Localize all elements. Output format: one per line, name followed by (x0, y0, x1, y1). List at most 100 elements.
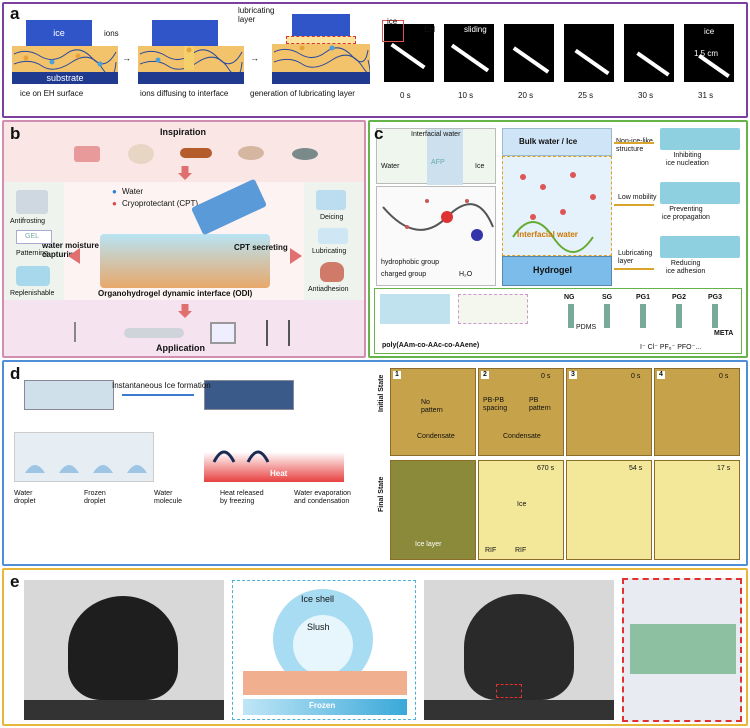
step-arrow-2: → (250, 53, 259, 63)
water-droplets-icon (25, 465, 147, 473)
polymer-label: poly(AAm-co-AAc-co-AAene) (382, 342, 480, 349)
panel-e: e Ice shell Slush Frozen (2, 568, 748, 726)
window-icon (210, 322, 236, 344)
pg1-bar (640, 304, 646, 328)
pattern-block-right (204, 380, 294, 410)
shell-icon (128, 144, 154, 164)
simulation-inset (622, 578, 742, 722)
pg2-bar (676, 304, 682, 328)
polymer-chains-icon (13, 49, 117, 77)
legend-water-label: Water (122, 187, 144, 196)
deicing-icon (316, 190, 346, 210)
meta-label: META (714, 330, 734, 337)
mech3-label: Lubricating layer (618, 250, 653, 265)
hydrophobic-label: hydrophobic group (381, 259, 439, 266)
panel-c: c Interfacial water Water Ice AFP hydrop… (368, 120, 748, 358)
struct-pg2: PG2 (672, 294, 687, 301)
bulk-box: Bulk water / Ice (502, 128, 612, 156)
ion-diffusion-icon (139, 46, 243, 77)
mech1-label: Non-ice-like structure (616, 138, 653, 153)
legend-evaporation: Water evaporation and condensation (294, 490, 351, 505)
airplane-icon (124, 328, 184, 338)
col-4-label: 4 (657, 371, 665, 379)
time-0: 0 s (400, 91, 411, 100)
frame-20s (504, 24, 554, 82)
panel-b-letter: b (10, 124, 21, 143)
panel-e-letter: e (10, 572, 20, 591)
panel-a-letter: a (10, 4, 20, 23)
time-31: 31 s (698, 91, 714, 100)
heat-label: Heat (270, 469, 288, 478)
substrate-label: substrate (46, 73, 84, 83)
deicing-label: Deicing (320, 214, 344, 221)
hydrogel-box: Hydrogel (502, 256, 612, 286)
res2-image (660, 182, 740, 204)
structure-area (374, 288, 742, 354)
res1-image (660, 128, 740, 150)
wind-turbine-icon (74, 322, 114, 342)
replenishable-icon (16, 266, 50, 286)
rif-label-1: RIF (485, 547, 497, 554)
res2-label: Preventing ice propagation (662, 206, 710, 221)
panel-b: b Inspiration ● Water ● Cryoprotectant (… (2, 120, 366, 358)
mech1-arrow (614, 142, 654, 144)
lubricating-label: Lubricating (312, 248, 347, 255)
legend-water-dot: ● (112, 187, 117, 196)
mech3-arrow (614, 268, 654, 270)
interfacial-water-2: Interfacial water (517, 230, 578, 239)
ions-label: ions (104, 29, 119, 38)
photo-3-initial: 3 0 s (566, 368, 652, 456)
worm-icon (180, 148, 212, 158)
time-17: 17 s (717, 465, 731, 472)
ice-block-3 (292, 14, 350, 36)
odi-label: Organohydrogel dynamic interface (ODI) (98, 289, 253, 298)
time-670: 670 s (537, 465, 555, 472)
eye-icon (238, 146, 264, 160)
substrate-block-2 (138, 72, 244, 84)
droplet-photo-left (24, 580, 224, 720)
ice-block-2 (152, 20, 218, 46)
water-label: Water (381, 163, 400, 170)
polymer-chains-icon-3 (273, 45, 371, 75)
afp-label: AFP (431, 159, 445, 166)
condensate-label-1: Condensate (417, 433, 455, 440)
scraper-icon (190, 178, 268, 236)
odi-slab (100, 234, 270, 288)
application-title: Application (156, 343, 205, 353)
rif-label-2: RIF (515, 547, 527, 554)
replenishable-label: Replenishable (10, 290, 55, 297)
struct-pg1: PG1 (636, 294, 651, 301)
ng-bar (568, 304, 574, 328)
substrate-block: substrate (12, 72, 118, 84)
panel-a: a ice substrate ice on EH surface ions →… (2, 2, 748, 118)
ice-shell-label: Ice shell (301, 594, 335, 604)
res1-label: Inhibiting ice nucleation (666, 152, 709, 167)
time-0-2: 0 s (541, 373, 551, 380)
lubricating-layer-label: lubricating layer (238, 6, 275, 24)
pb-pattern-label: PB pattern (529, 397, 551, 412)
frame-31s (684, 24, 734, 82)
legend-heat: Heat released by freezing (220, 490, 264, 505)
schematic-box: Ice shell Slush Frozen (232, 580, 416, 720)
antifrosting-label: Antifrosting (10, 218, 46, 225)
down-arrow-icon (178, 166, 192, 180)
mech2-arrow (614, 204, 654, 206)
ice-layer-label: Ice layer (415, 541, 442, 548)
interfacial-box: Interfacial water (502, 156, 612, 256)
h2o-label: H₂O (459, 271, 473, 278)
cpt-secreting-label: CPT secreting (234, 243, 288, 252)
substrate-e (243, 671, 407, 695)
antiadhesion-label: Antiadhesion (308, 286, 349, 293)
zoom-box (496, 684, 522, 698)
eh-surface-2 (138, 46, 244, 77)
photo-4-initial: 4 0 s (654, 368, 740, 456)
no-pattern-label: No pattern (421, 399, 443, 414)
final-state-label: Final State (378, 476, 385, 512)
instant-label: Instantaneous Ice formation (112, 381, 211, 390)
legend-water-droplet: Water droplet (14, 490, 36, 505)
water-molecules-icon (512, 172, 596, 253)
pbpb-label: PB-PB spacing (483, 397, 508, 412)
res3-label: Reducing ice adhesion (666, 260, 706, 275)
mech2-label: Low mobility (618, 194, 657, 201)
pdms-label: PDMS (576, 324, 597, 331)
